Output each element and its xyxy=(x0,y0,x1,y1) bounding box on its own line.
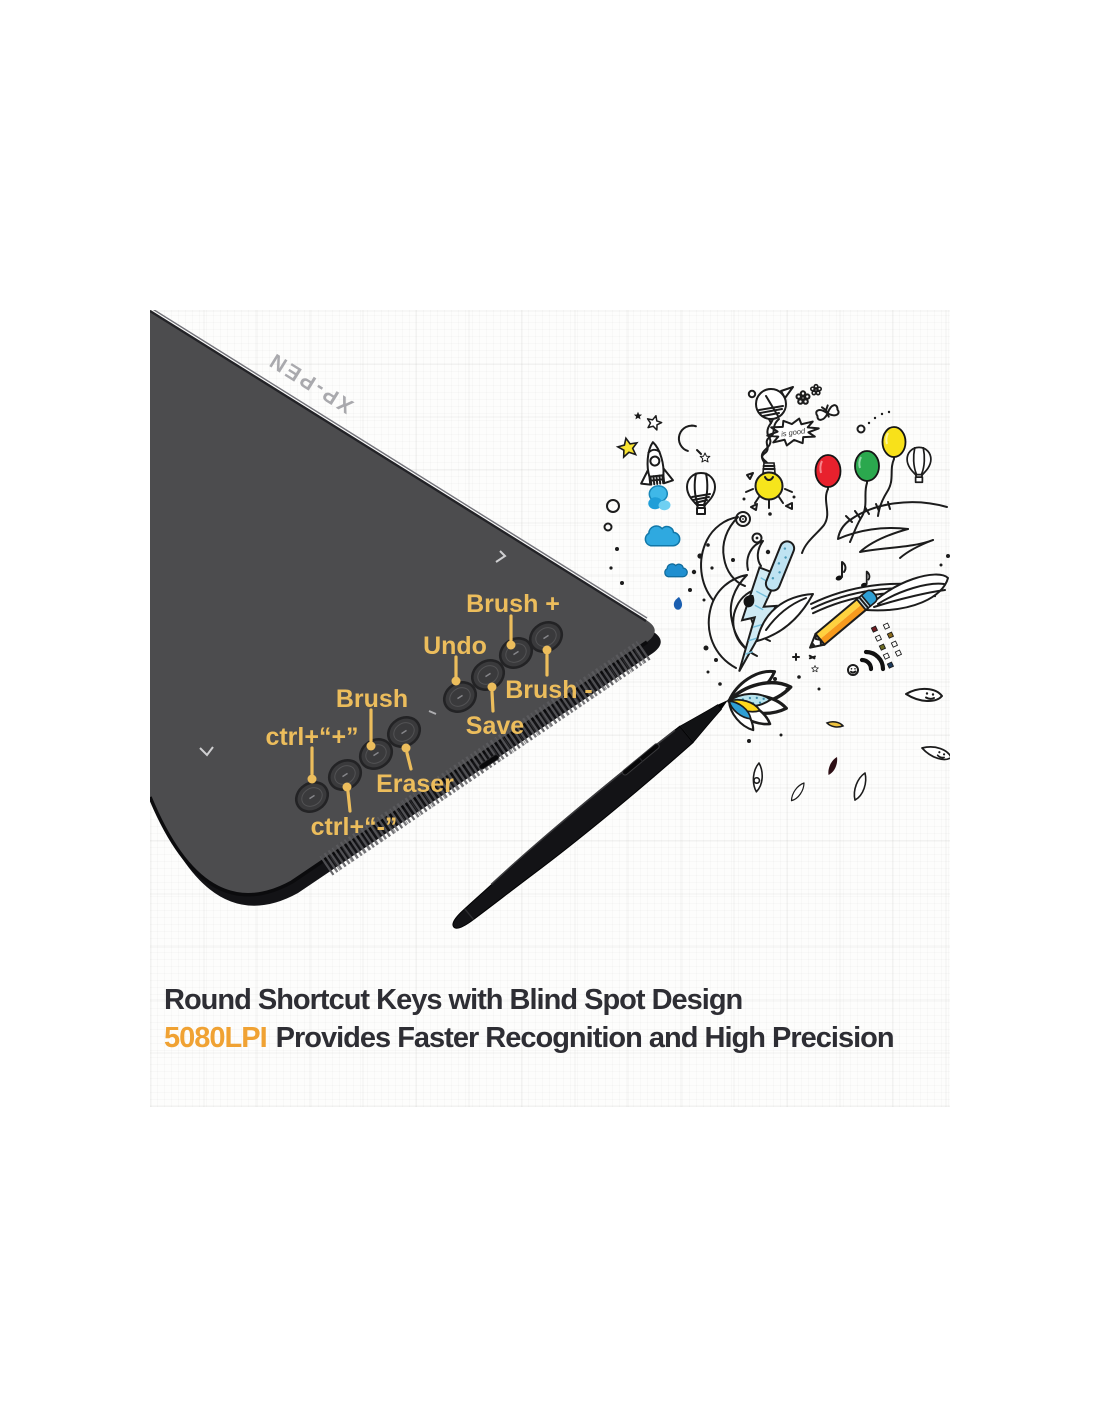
label-eraser: Eraser xyxy=(376,770,454,798)
leader-dot-undo xyxy=(451,676,461,686)
clouds-doodle xyxy=(603,499,688,610)
leader-eraser xyxy=(405,751,413,771)
squiggle-wire-doodle xyxy=(761,418,780,465)
label-brush: Brush xyxy=(336,685,408,713)
pen-nib xyxy=(717,700,728,710)
tablet-top-edge-shadow xyxy=(150,310,647,623)
button-brush-minus xyxy=(528,621,564,653)
bubble-text: is good xyxy=(780,426,806,438)
active-area-marker-icon xyxy=(199,550,507,757)
wifi-doodle xyxy=(847,649,886,676)
caption-subtitle-text: Provides Faster Recognition and High Pre… xyxy=(275,1022,895,1054)
leader-dot-ctrl-minus xyxy=(342,782,352,792)
target-circles-doodle xyxy=(688,511,771,602)
tablet-texture-strip xyxy=(319,640,651,876)
leader-dot-ctrl-plus xyxy=(307,774,317,784)
leader-dot-brush-plus xyxy=(506,640,516,650)
leader-dot-save xyxy=(487,682,497,692)
label-save: Save xyxy=(466,712,524,740)
caption-highlight: 5080LPI xyxy=(164,1022,268,1054)
button-ctrl-plus xyxy=(294,781,330,813)
product-scene: XP-PEN xyxy=(150,310,950,929)
tablet-bottom-edge xyxy=(150,640,648,897)
doodle-cluster: is good xyxy=(603,383,950,802)
yellow-balloon-doodle xyxy=(856,410,907,517)
button-eraser xyxy=(386,716,422,748)
pencil-doodle xyxy=(808,589,878,660)
leader-dot-brush xyxy=(366,741,376,751)
caption: Round Shortcut Keys with Blind Spot Desi… xyxy=(164,981,895,1057)
label-ctrl-minus: ctrl+“-” xyxy=(311,813,398,841)
red-balloon-doodle xyxy=(801,454,842,554)
graphics-tablet: XP-PEN xyxy=(150,310,661,906)
leader-dot-brush-minus xyxy=(542,645,552,655)
tablet-surface xyxy=(150,310,655,895)
label-brush-minus: Brush - xyxy=(505,676,593,704)
hot-air-balloon-doodle xyxy=(686,472,716,515)
exclamation-doodle xyxy=(743,540,796,608)
burst-bubble-doodle: is good xyxy=(766,417,820,447)
leader-save xyxy=(490,690,495,713)
rocket-doodle xyxy=(640,441,674,511)
pen-side-button-split xyxy=(638,757,643,762)
flowers-doodle xyxy=(795,383,840,421)
label-brush-plus: Brush + xyxy=(466,590,560,618)
pen-tail-band xyxy=(464,908,474,920)
star-doodle xyxy=(615,411,711,463)
product-photo: XP-PEN xyxy=(150,310,950,1107)
moon-doodle xyxy=(677,424,702,455)
wave-swirl-doodle xyxy=(837,501,950,567)
caption-title: Round Shortcut Keys with Blind Spot Desi… xyxy=(164,984,743,1016)
square-dots-doodle xyxy=(870,622,903,669)
small-hot-air-balloon-doodle xyxy=(906,446,932,484)
shortcut-callouts: Brush + Undo Brush - Save Brush ctrl+“+” xyxy=(265,590,592,841)
label-ctrl-plus: ctrl+“+” xyxy=(265,723,358,751)
leaf-wing-doodle xyxy=(756,573,949,642)
usb-port xyxy=(478,754,500,770)
smiley-drop-doodle xyxy=(905,688,950,761)
label-undo: Undo xyxy=(423,632,487,660)
button-undo xyxy=(442,681,478,713)
leader-ctrl-minus xyxy=(346,790,352,813)
splash-doodle xyxy=(727,653,867,802)
butterfly-doodle xyxy=(815,404,840,421)
button-ctrl-minus xyxy=(327,759,363,791)
stylus-pen xyxy=(452,700,728,929)
leader-dot-eraser xyxy=(401,743,411,753)
light-bulb-doodle xyxy=(742,462,796,516)
tablet-top-edge-highlight xyxy=(152,310,648,619)
sketch-balloon-doodle xyxy=(747,386,794,463)
